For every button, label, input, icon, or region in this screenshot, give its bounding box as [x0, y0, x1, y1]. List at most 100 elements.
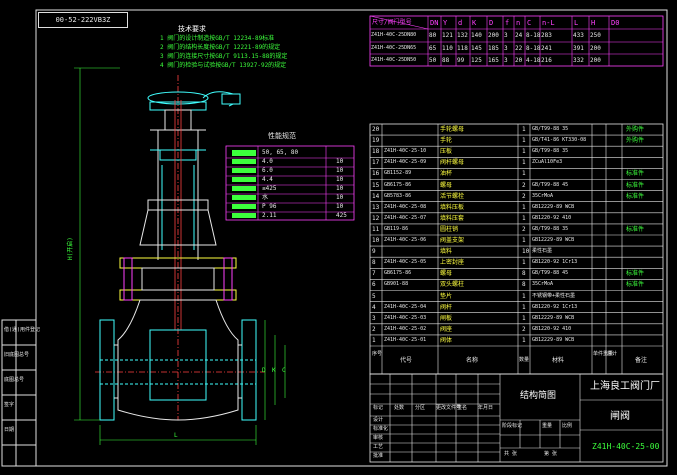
parts-row-material-12: GB1220-92 1Cr13	[532, 259, 578, 266]
dim-header-10: L	[574, 19, 579, 27]
parts-row-note-6: 标准件	[626, 192, 645, 200]
parts-row-material-19: GB12229-89 WCB	[532, 336, 575, 343]
parts-row-code-17: Z41H-40C-25-03	[384, 314, 427, 321]
parts-row-qty-5: 2	[522, 181, 526, 189]
parts-row-code-6: GB5783-86	[384, 192, 412, 199]
parts-row-name-8: 填料压套	[440, 214, 465, 222]
parts-row-qty-0: 1	[522, 126, 526, 133]
dim-cell-2-10: 332	[573, 57, 584, 64]
dim-cell-0-8: 8-18	[526, 32, 541, 39]
parts-row-material-1: GB/T41-86 KT330-08	[532, 137, 587, 144]
parts-header-material: 材料	[552, 357, 565, 364]
parts-row-name-4: 油杯	[440, 170, 453, 178]
parts-row-note-1: 外购件	[626, 137, 645, 145]
company-name: 上海良工阀门厂	[590, 381, 660, 392]
parts-row-name-12: 上密封座	[440, 259, 465, 267]
perf-row-value-3: 4.4	[262, 176, 273, 183]
drawing-code-stamp: 00-52-222VB3Z	[38, 12, 128, 28]
parts-row-qty-4: 1	[522, 170, 526, 178]
sheet-total-label: 共 张	[504, 451, 518, 457]
parts-row-name-9: 圆柱销	[440, 225, 459, 233]
dim-cell-2-2: 88	[442, 57, 450, 64]
tb-left-label-4: 签名	[457, 405, 468, 411]
dim-header-11: H	[591, 19, 596, 27]
parts-row-name-17: 闸板	[440, 314, 453, 322]
dim-cell-1-7: 22	[515, 44, 523, 52]
perf-row-unit-6: 10	[336, 203, 344, 210]
dim-cell-2-3: 99	[457, 57, 465, 64]
parts-row-no-19: 1	[372, 336, 376, 344]
perf-row-value-7: 2.11	[262, 212, 277, 219]
perf-row-unit-5: 10	[336, 194, 344, 201]
parts-header-no: 序号	[372, 351, 383, 357]
side-label-1: 旧底图总号	[4, 352, 30, 358]
parts-row-material-5: GB/T99-88 45	[532, 181, 569, 188]
parts-row-qty-15: 1	[522, 292, 526, 300]
tb-left-label-0: 标记	[373, 405, 384, 411]
tech-req-title: 技术要求	[178, 25, 206, 33]
parts-row-name-15: 垫片	[440, 292, 453, 300]
parts-row-no-3: 17	[372, 159, 380, 167]
parts-row-material-16: GB1220-92 1Cr13	[532, 303, 578, 310]
dim-header-1: DN	[430, 19, 439, 27]
parts-header-qty: 数量	[519, 357, 530, 363]
dim-cell-1-11: 200	[590, 44, 601, 52]
drawing-code-text: 00-52-222VB3Z	[55, 16, 111, 24]
perf-row-value-0: 50, 65, 80	[262, 149, 299, 156]
parts-row-name-1: 手轮	[440, 137, 453, 145]
parts-row-material-15: 不锈钢带+柔性石墨	[532, 292, 576, 299]
parts-header-code: 代号	[400, 357, 413, 364]
parts-row-code-12: Z41H-40C-25-05	[384, 259, 427, 266]
parts-row-material-0: GB/T99-88 35	[532, 126, 569, 132]
bonnet	[119, 199, 237, 301]
parts-row-qty-9: 2	[522, 225, 526, 233]
parts-row-no-13: 7	[372, 270, 376, 278]
parts-row-note-4: 标准件	[626, 170, 645, 178]
dim-cell-2-8: 4-18	[526, 57, 541, 64]
stage-label: 阶段标记	[502, 423, 523, 429]
tb-row-label-4: 批准	[373, 453, 384, 459]
dim-cell-0-6: 3	[504, 32, 508, 39]
dim-cell-1-2: 110	[442, 44, 453, 52]
dim-cell-1-3: 118	[457, 44, 468, 52]
dim-cell-1-0: Z41H-40C-25DN65	[371, 44, 417, 51]
perf-table-title: 性能规范	[268, 132, 296, 140]
dim-header-4: K	[472, 19, 477, 27]
parts-row-no-4: 16	[372, 170, 380, 178]
parts-row-material-14: 35CrMoA	[532, 281, 554, 288]
parts-row-no-9: 11	[372, 225, 380, 233]
parts-row-note-5: 标准件	[626, 181, 645, 189]
parts-row-name-0: 手轮螺母	[440, 126, 465, 133]
side-label-3: 签字	[4, 402, 15, 408]
parts-row-name-6: 活节螺栓	[440, 192, 465, 200]
parts-row-material-18: GB1220-92 410	[532, 325, 572, 332]
parts-row-no-12: 8	[372, 259, 376, 267]
yoke	[150, 109, 206, 260]
dim-cell-0-4: 140	[471, 32, 482, 39]
parts-row-name-14: 双头螺柱	[440, 281, 465, 289]
dim-cell-0-7: 24	[515, 32, 523, 39]
parts-row-code-3: Z41H-40C-25-09	[384, 159, 427, 166]
dim-cell-1-6: 3	[504, 44, 508, 52]
dim-cell-0-3: 132	[457, 32, 468, 39]
dim-cell-0-9: 283	[541, 32, 552, 39]
dim-cell-1-10: 391	[573, 44, 584, 52]
parts-row-no-16: 4	[372, 303, 376, 311]
perf-row-value-6: P 96	[262, 203, 277, 210]
tb-row-label-3: 工艺	[373, 444, 384, 450]
dim-header-8: C	[527, 19, 532, 27]
parts-row-code-5: GB6175-86	[384, 181, 412, 188]
tb-left-label-1: 处数	[394, 405, 405, 411]
flange-k-label: K	[272, 367, 276, 374]
drawing-title: 结构简图	[520, 391, 557, 401]
dimension-lines	[74, 67, 286, 445]
parts-row-qty-16: 1	[522, 303, 526, 311]
parts-row-no-8: 12	[372, 214, 380, 222]
parts-row-code-9: GB119-86	[384, 225, 409, 232]
parts-row-material-2: GB/T99-88 35	[532, 148, 569, 155]
parts-row-note-9: 标准件	[626, 225, 645, 233]
